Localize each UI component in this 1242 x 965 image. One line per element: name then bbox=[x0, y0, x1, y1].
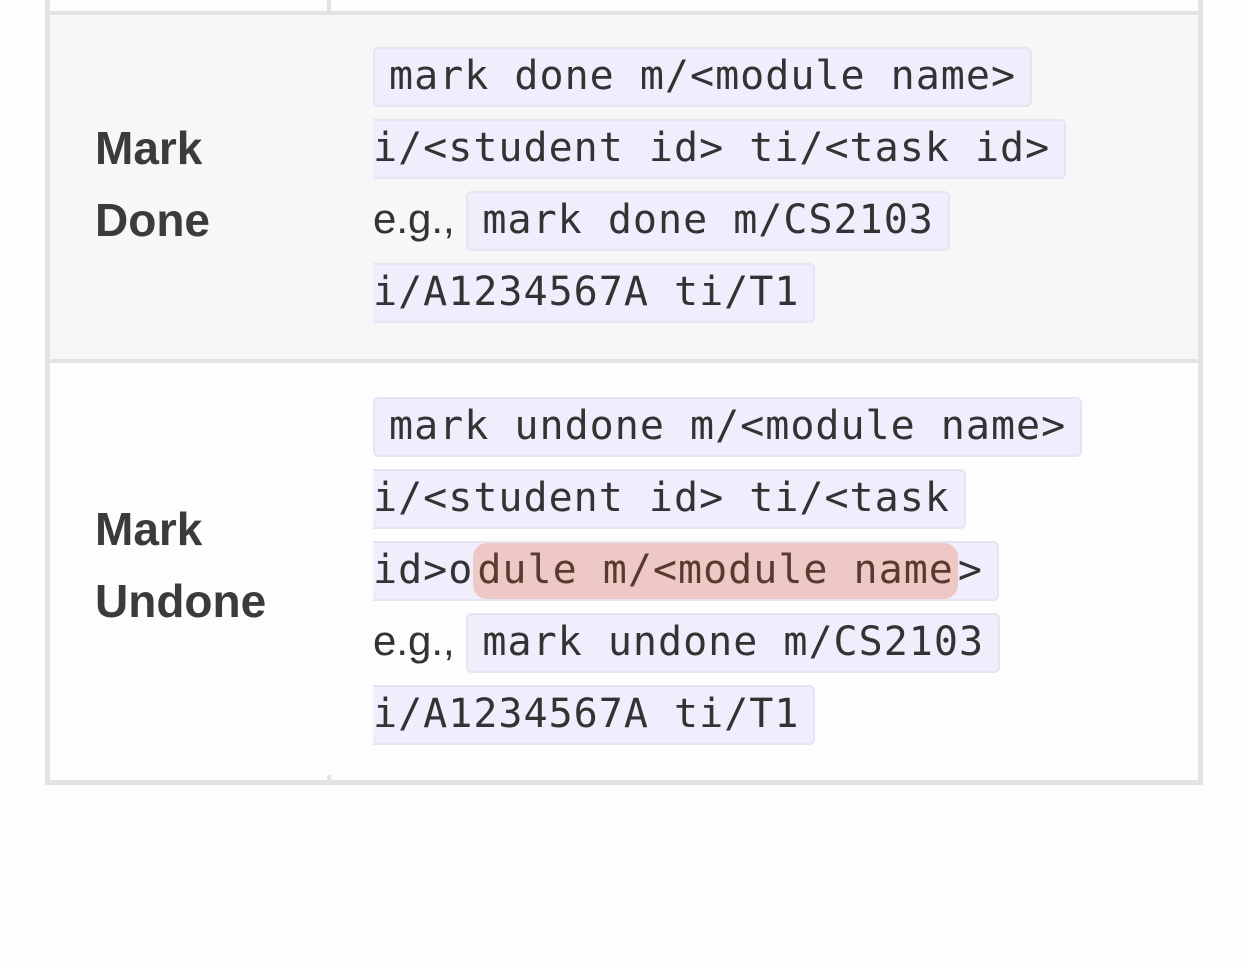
table-row-mark-done: Mark Done mark done m/<module name> i/<s… bbox=[50, 11, 1198, 367]
example-prefix: e.g., bbox=[373, 195, 455, 242]
row-format-mark-done: mark done m/<module name> i/<student id>… bbox=[373, 39, 1173, 327]
example-line: e.g., mark undone m/CS2103 bbox=[373, 605, 1173, 677]
row-label-line: Done bbox=[95, 194, 210, 246]
row-label-mark-done: Mark Done bbox=[95, 112, 210, 256]
example-line: e.g., mark done m/CS2103 bbox=[373, 183, 1173, 255]
example-line: i/A1234567A ti/T1 bbox=[373, 677, 1173, 749]
example-prefix: e.g., bbox=[373, 617, 455, 664]
row-label-line: Mark bbox=[95, 503, 203, 555]
example-code: i/A1234567A ti/T1 bbox=[373, 263, 816, 323]
row-label-line: Undone bbox=[95, 575, 267, 627]
format-line: mark done m/<module name> bbox=[373, 39, 1173, 111]
code-snippet: i/<student id> ti/<task bbox=[373, 469, 966, 529]
row-divider bbox=[50, 359, 1198, 363]
example-code: i/A1234567A ti/T1 bbox=[373, 685, 816, 745]
format-line: i/<student id> ti/<task bbox=[373, 461, 1173, 533]
code-snippet: mark undone m/<module name> bbox=[373, 397, 1083, 457]
row-label-mark-undone: Mark Undone bbox=[95, 493, 266, 637]
example-code: mark done m/CS2103 bbox=[466, 191, 950, 251]
command-table: Mark Done mark done m/<module name> i/<s… bbox=[45, 0, 1203, 785]
example-code: mark undone m/CS2103 bbox=[466, 613, 1001, 673]
row-label-line: Mark bbox=[95, 122, 203, 174]
code-text: > bbox=[957, 547, 983, 593]
format-line: mark undone m/<module name> bbox=[373, 389, 1173, 461]
code-text: id>o bbox=[373, 547, 474, 593]
row-format-mark-undone: mark undone m/<module name> i/<student i… bbox=[373, 389, 1173, 749]
highlighted-text: dule m/<module name bbox=[473, 543, 958, 599]
format-line: i/<student id> ti/<task id> bbox=[373, 111, 1173, 183]
code-snippet: i/<student id> ti/<task id> bbox=[373, 119, 1067, 179]
table-row-mark-undone: Mark Undone mark undone m/<module name> … bbox=[50, 363, 1198, 775]
code-snippet: mark done m/<module name> bbox=[373, 47, 1033, 107]
example-line: i/A1234567A ti/T1 bbox=[373, 255, 1173, 327]
